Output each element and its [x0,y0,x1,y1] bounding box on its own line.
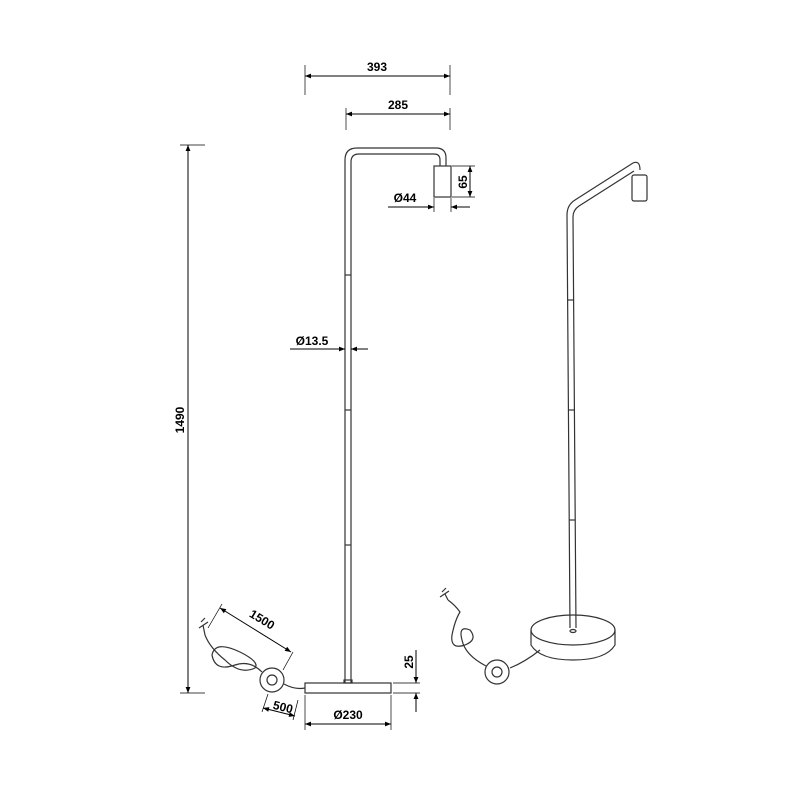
dim-base-diameter: Ø230 [333,708,363,722]
base [304,682,392,694]
dimensions: 393 285 65 Ø44 Ø13.5 1490 25 Ø230 1 [173,60,475,730]
front-view-lamp [198,147,452,694]
dim-base-height: 25 [402,655,416,669]
switch [259,667,285,693]
dim-shade-diameter: Ø44 [394,191,417,205]
dim-pole-diameter: Ø13.5 [296,334,329,348]
shade [433,165,452,198]
dim-cable-length: 1500 [247,607,277,633]
dim-shade-height: 65 [456,175,470,189]
dim-arm-reach: 285 [388,98,408,112]
dim-overall-width: 393 [367,60,387,74]
perspective-view-lamp [439,161,648,685]
dim-switch-cable-length: 500 [272,698,295,717]
dim-total-height: 1490 [173,406,187,433]
